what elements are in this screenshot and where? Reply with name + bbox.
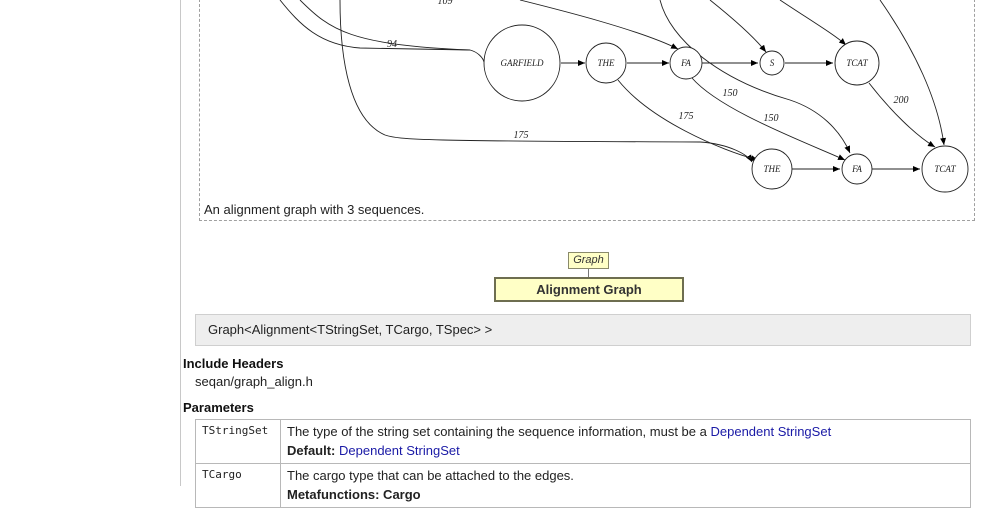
hierarchy-connector [588,269,589,278]
edge-the-the2 [617,79,759,162]
node-garfield [483,24,561,102]
node-tcat1 [834,40,880,86]
parent-class-box[interactable]: Graph [568,252,609,269]
edge-fa-fa2 [691,77,846,161]
edge-top-into-tcat2 [879,0,947,146]
parameters-table: TStringSet The type of the string set co… [195,419,971,508]
edge-long-loop [339,0,753,163]
edge-top-into-tcat1 [779,0,847,46]
edge-weight-label: 94 [387,39,397,50]
node-the2 [751,148,793,190]
dependent-stringset-link[interactable]: Dependent StringSet [710,424,832,439]
node-s [759,50,785,76]
edge-tcat1-tcat2 [868,82,936,148]
include-headers-heading: Include Headers [183,356,284,371]
edge-top-into-fa [519,0,679,50]
edge-weight-label: 150 [723,88,738,99]
class-signature: Graph<Alignment<TStringSet, TCargo, TSpe… [195,314,971,346]
edge-weight-label: 150 [764,113,779,124]
node-the1 [585,42,627,84]
edge-top-left-curve [279,0,485,63]
param-name: TStringSet [195,419,281,464]
node-label: THE [763,164,781,174]
metafunctions-line: Metafunctions: Cargo [287,487,421,502]
node-label: GARFIELD [501,58,544,68]
figure-caption: An alignment graph with 3 sequences. [204,202,425,217]
current-class-box: Alignment Graph [494,277,684,302]
edge-weight-label: 200 [894,95,909,106]
node-label: TCAT [846,58,868,68]
param-description-text: The cargo type that can be attached to t… [287,468,574,483]
default-label: Default: [287,443,336,458]
include-header-file: seqan/graph_align.h [195,374,313,389]
figure-frame [199,0,975,221]
edge-fa-fa2-b [659,0,851,154]
param-description-text: The type of the string set containing th… [287,424,711,439]
edge-weight-label: 175 [514,130,529,141]
node-fa1 [669,46,703,80]
param-description: The type of the string set containing th… [280,419,971,464]
edge-weight-label: 175 [679,111,694,122]
edge-into-garfield [299,0,471,51]
node-label: FA [680,58,691,68]
node-label: THE [597,58,615,68]
edge-top-into-s [709,0,767,53]
parameters-heading: Parameters [183,400,254,415]
content-left-border [180,0,181,486]
default-value-link[interactable]: Dependent StringSet [339,443,460,458]
node-label: TCAT [934,164,956,174]
node-label: S [770,58,775,68]
table-row: TStringSet The type of the string set co… [195,419,971,464]
node-fa2 [841,153,873,185]
node-label: FA [851,164,862,174]
edge-weight-label: 109 [438,0,453,7]
alignment-graph: GARFIELD THE FA S TCAT THE FA TCAT 109 9… [279,0,969,193]
node-tcat2 [921,145,969,193]
